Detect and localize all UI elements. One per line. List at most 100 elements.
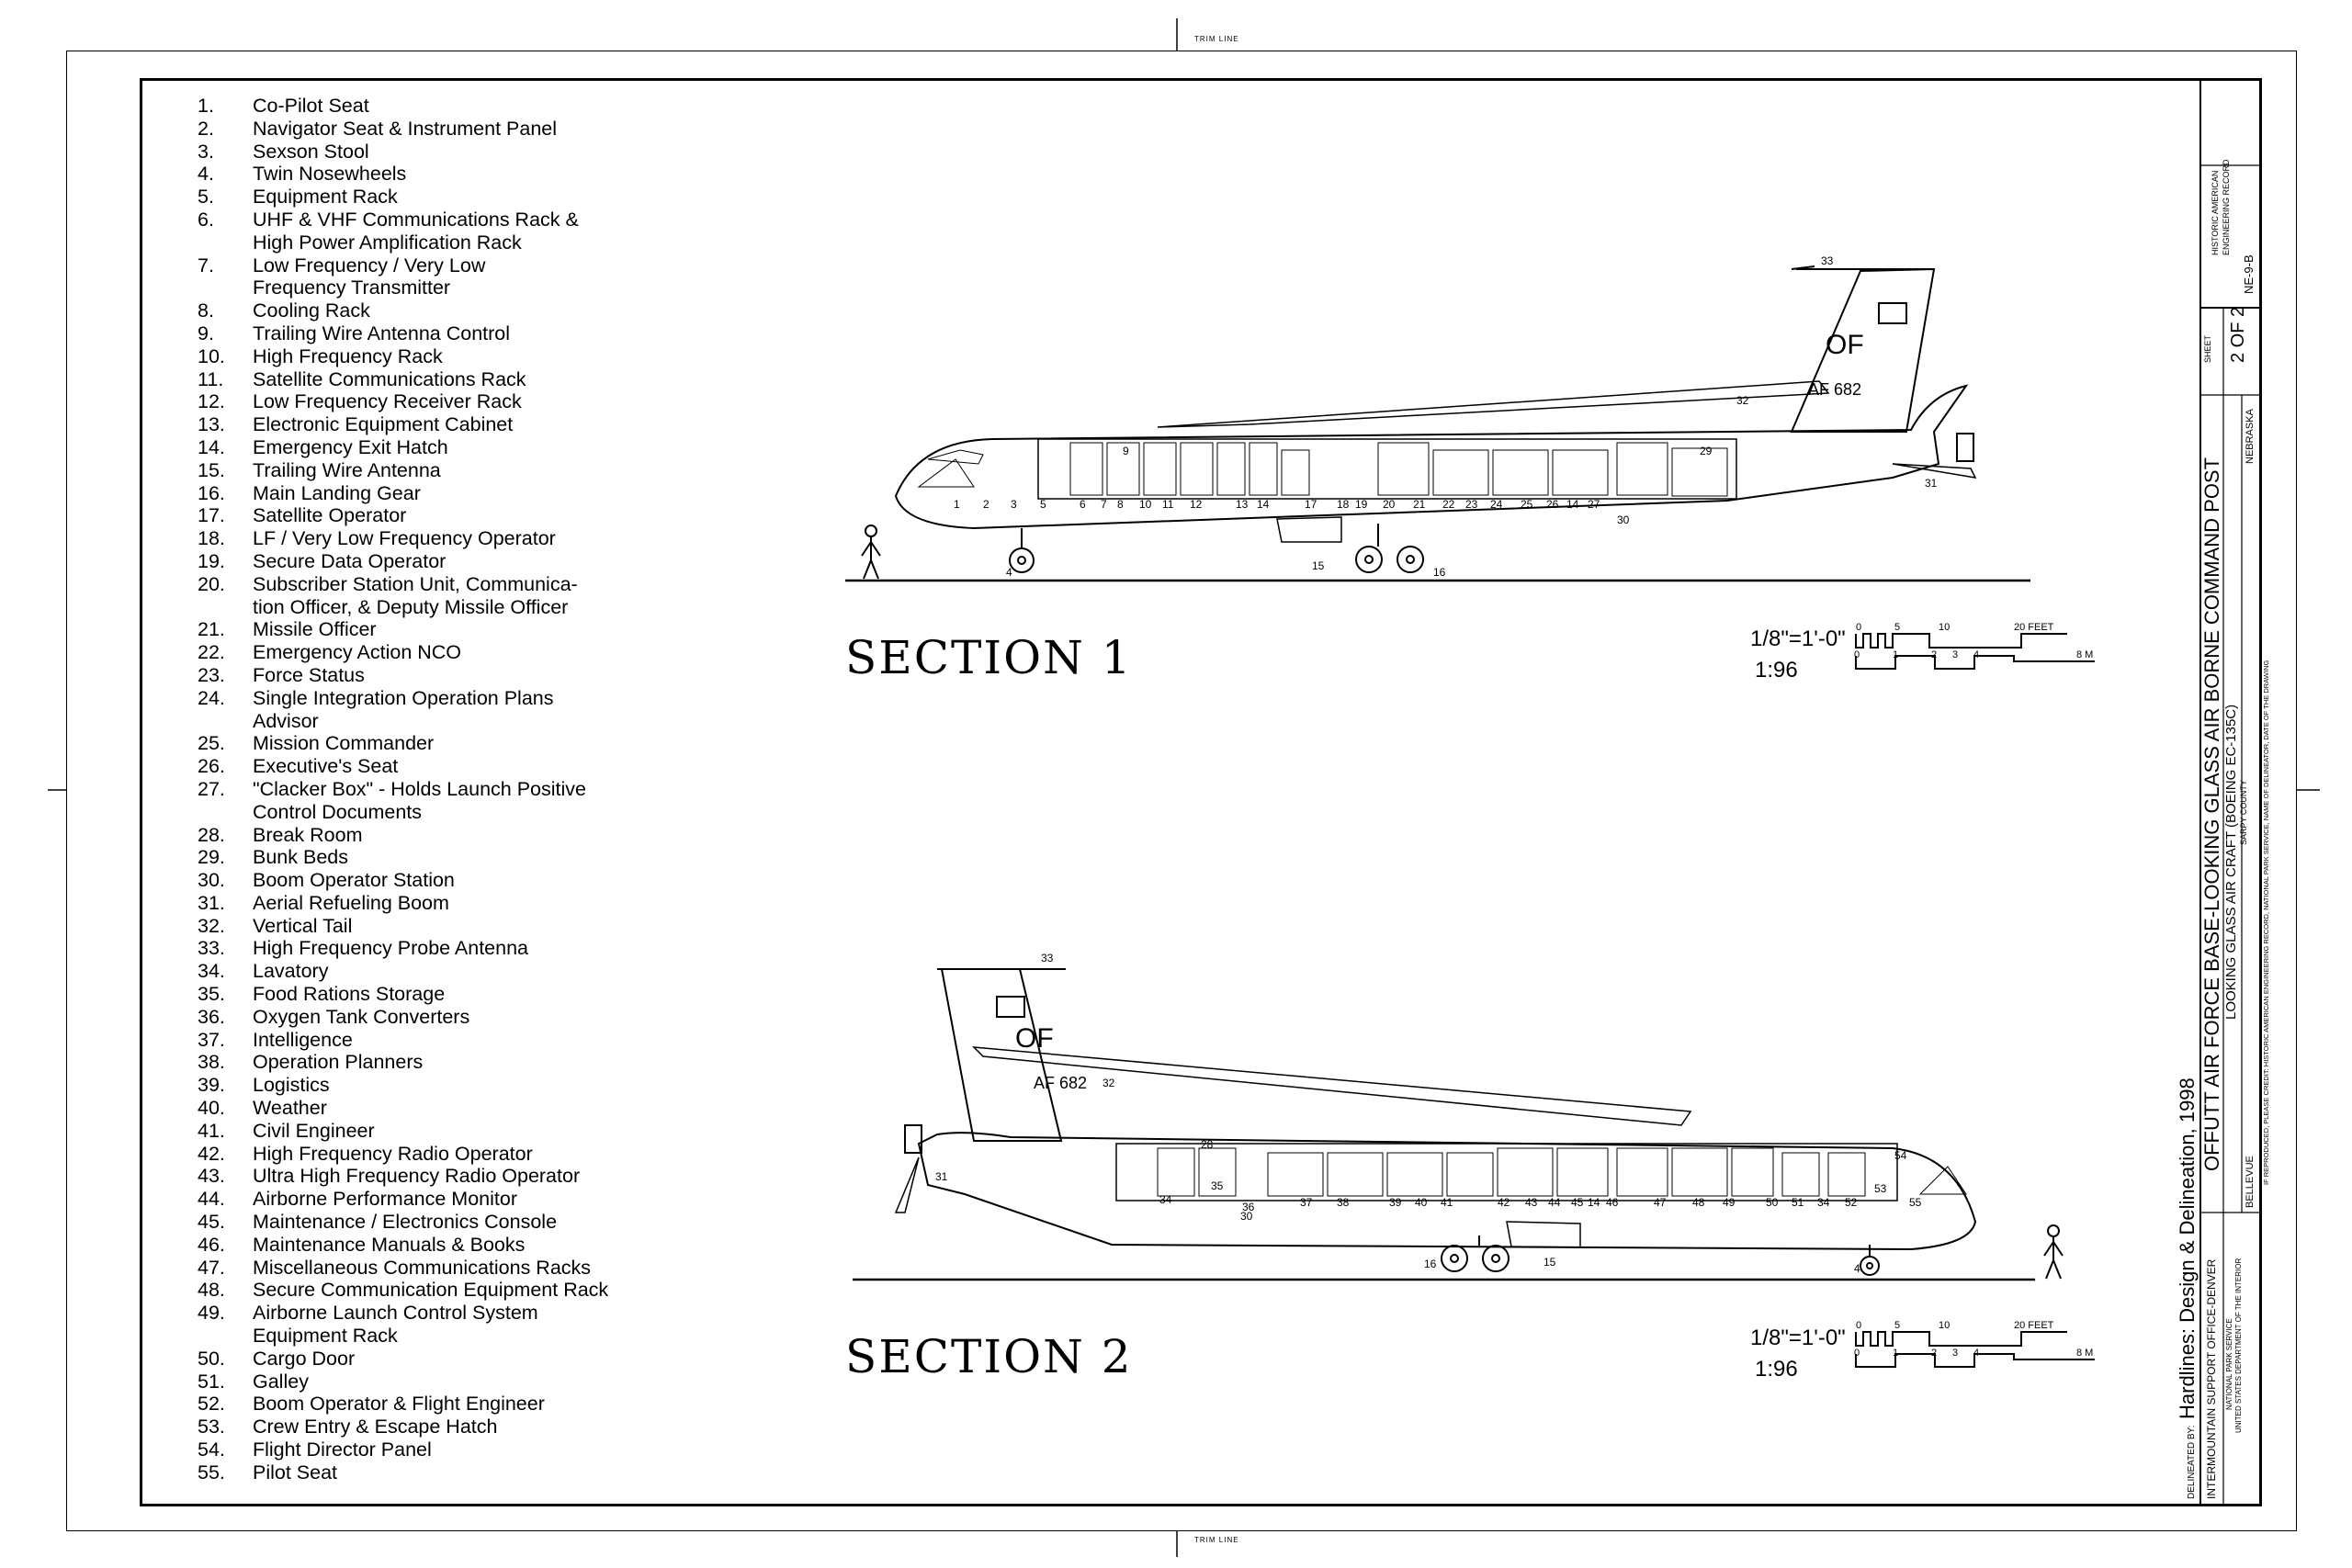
legend-item: 42.High Frequency Radio Operator <box>198 1143 608 1166</box>
legend-item-text: Satellite Operator <box>253 504 407 527</box>
section2-callout: 55 <box>1909 1196 1922 1209</box>
section1-scale-metric: 1:96 <box>1755 658 1798 682</box>
legend-item: 43.Ultra High Frequency Radio Operator <box>198 1165 608 1188</box>
legend-item-number: 49. <box>198 1302 225 1325</box>
legend-item-number: 44. <box>198 1188 225 1211</box>
section2-callout: 14 <box>1588 1196 1600 1209</box>
section1-feet-tick: 10 <box>1939 622 1950 633</box>
legend-item-text: Main Landing Gear <box>253 481 421 504</box>
section2-callout: 51 <box>1792 1196 1804 1209</box>
section2-tail-number: AF 682 <box>1034 1074 1087 1092</box>
legend-item-number: 40. <box>198 1097 225 1120</box>
legend-item-text: Flight Director Panel <box>253 1438 432 1461</box>
legend-item-number: 41. <box>198 1119 225 1142</box>
legend-item-text: Subscriber Station Unit, Communica- <box>253 572 578 595</box>
legend-item-number: 24. <box>198 686 225 709</box>
section2-callout: 41 <box>1441 1196 1453 1209</box>
legend-item: 13.Electronic Equipment Cabinet <box>198 413 608 436</box>
outer-border <box>66 51 2297 1531</box>
section2-callout: 34 <box>1159 1193 1172 1206</box>
legend-item-number: 43. <box>198 1165 225 1188</box>
legend-item-text: Emergency Exit Hatch <box>253 435 448 458</box>
legend-item: 37.Intelligence <box>198 1029 608 1052</box>
section1-callout: 21 <box>1413 498 1426 511</box>
legend-item: 11.Satellite Communications Rack <box>198 368 608 391</box>
legend-item: 15.Trailing Wire Antenna <box>198 459 608 482</box>
trim-line-bottom-label: TRIM LINE <box>1194 1536 1239 1544</box>
legend-item-text: Logistics <box>253 1074 330 1097</box>
section1-callout: 24 <box>1490 498 1503 511</box>
section2-callout: 28 <box>1201 1138 1214 1151</box>
section1-meter-tick: 3 <box>1952 649 1958 660</box>
legend-item-text: Single Integration Operation Plans <box>253 686 554 709</box>
legend-item-text: Twin Nosewheels <box>253 163 407 186</box>
legend-item: 9.Trailing Wire Antenna Control <box>198 322 608 345</box>
legend-item-text: Boom Operator Station <box>253 869 455 892</box>
section1-callout: 32 <box>1736 394 1749 407</box>
legend-item: 8.Cooling Rack <box>198 299 608 322</box>
legend-item-number: 6. <box>198 208 214 231</box>
section2-callout: 34 <box>1817 1196 1830 1209</box>
section2-meter-tick: 0 <box>1854 1348 1860 1359</box>
section2-callout: 42 <box>1498 1196 1510 1209</box>
section1-callout: 7 <box>1101 498 1107 511</box>
legend-item-number: 25. <box>198 732 225 755</box>
legend-item-text: Advisor <box>253 709 319 732</box>
legend-item: 10.High Frequency Rack <box>198 345 608 368</box>
section1-callout: 14 <box>1257 498 1270 511</box>
legend-item: 18.LF / Very Low Frequency Operator <box>198 527 608 550</box>
legend-item-number: 30. <box>198 869 225 892</box>
section1-callout: 2 <box>983 498 989 511</box>
legend-item: Equipment Rack <box>198 1325 608 1348</box>
section2-callout: 30 <box>1240 1210 1253 1223</box>
agency-doi: UNITED STATES DEPARTMENT OF THE INTERIOR <box>2234 1258 2243 1433</box>
legend-item: 39.Logistics <box>198 1074 608 1097</box>
legend-item-text: LF / Very Low Frequency Operator <box>253 527 556 550</box>
legend-item-text: Emergency Action NCO <box>253 641 462 664</box>
legend-item: 49.Airborne Launch Control System <box>198 1302 608 1325</box>
legend-item-text: Co-Pilot Seat <box>253 95 369 117</box>
section1-feet-tick: 20 FEET <box>2014 622 2054 633</box>
legend-item: 33.High Frequency Probe Antenna <box>198 937 608 960</box>
section1-callout: 13 <box>1236 498 1249 511</box>
legend-item-text: Miscellaneous Communications Racks <box>253 1256 592 1279</box>
section2-meter-tick: 3 <box>1952 1348 1958 1359</box>
section1-meter-tick: 8 M <box>2076 649 2093 660</box>
legend-item: Frequency Transmitter <box>198 276 608 299</box>
legend-item-number: 10. <box>198 344 225 367</box>
legend-item-text: Satellite Communications Rack <box>253 367 526 390</box>
sheet-label: SHEET <box>2203 334 2212 363</box>
legend-item-text: High Power Amplification Rack <box>253 231 522 254</box>
section1-meter-tick: 2 <box>1931 649 1937 660</box>
section2-callout: 52 <box>1845 1196 1858 1209</box>
legend-item: 6.UHF & VHF Communications Rack & <box>198 209 608 231</box>
section1-meter-tick: 4 <box>1973 649 1979 660</box>
section2-aircraft <box>853 968 2064 1281</box>
legend-item-number: 1. <box>198 95 214 117</box>
legend-item: 41.Civil Engineer <box>198 1120 608 1143</box>
legend-item-text: Secure Communication Equipment Rack <box>253 1279 609 1302</box>
section2-callout: 50 <box>1766 1196 1779 1209</box>
section1-callout: 18 <box>1337 498 1350 511</box>
legend-item-number: 7. <box>198 254 214 276</box>
legend-item: 27."Clacker Box" - Holds Launch Positive <box>198 778 608 801</box>
legend-item-text: Sexson Stool <box>253 140 369 163</box>
section1-tail-of: OF <box>1826 330 1864 360</box>
legend-item-number: 23. <box>198 663 225 686</box>
legend-item-text: Airborne Performance Monitor <box>253 1188 517 1211</box>
legend-item-text: Control Documents <box>253 800 423 823</box>
legend-item-text: tion Officer, & Deputy Missile Officer <box>253 595 569 618</box>
legend-item-number: 51. <box>198 1370 225 1393</box>
legend-item: 14. Emergency Exit Hatch <box>198 436 608 459</box>
legend-item: 53.Crew Entry & Escape Hatch <box>198 1416 608 1438</box>
section2-callout: 33 <box>1041 952 1054 964</box>
section2-callout: 15 <box>1544 1256 1556 1269</box>
legend-item-number: 14. <box>198 435 225 458</box>
subtitle: LOOKING GLASS AIR CRAFT (BOEING EC-135C) <box>2223 704 2239 1020</box>
legend-item: 35.Food Rations Storage <box>198 983 608 1006</box>
legend-item-number: 20. <box>198 572 225 595</box>
